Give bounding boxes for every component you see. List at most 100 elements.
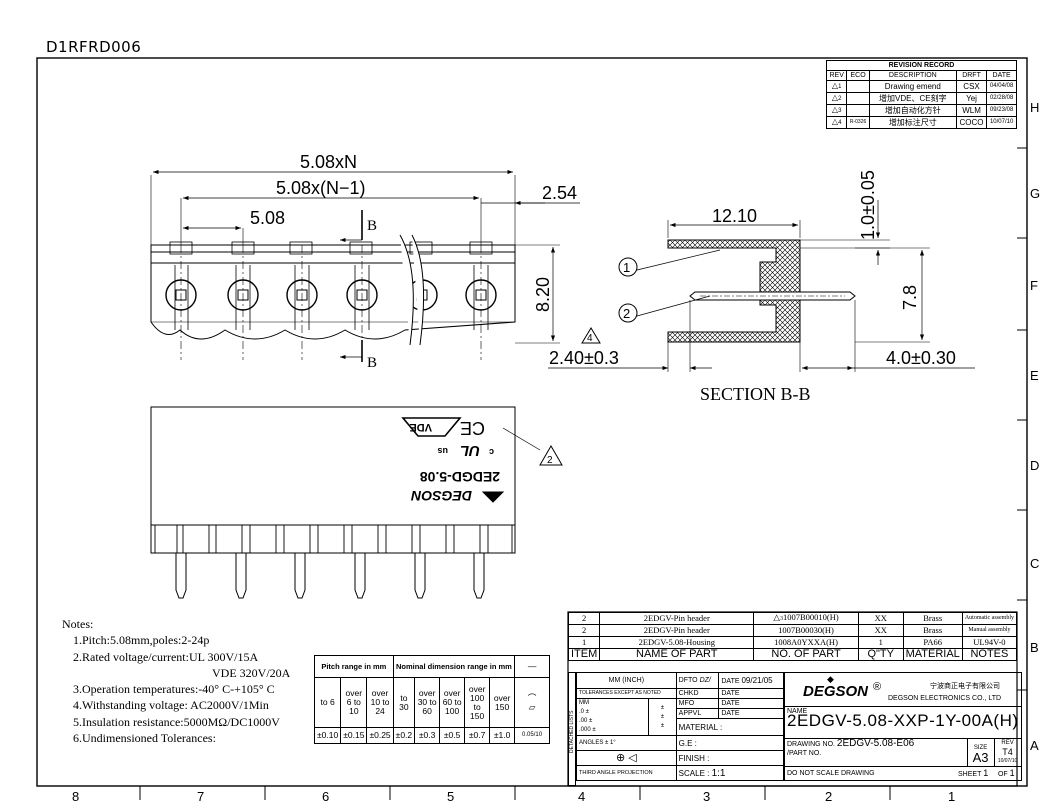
zone-ticks (139, 147, 1027, 800)
company-logo: DEGSON (803, 683, 869, 700)
rev-cell: △1 (825, 80, 848, 93)
rev-cell: WLM (955, 104, 988, 117)
rev-cell: 09/23/08 (986, 104, 1017, 117)
tb-third-angle: THIRD ANGLE PROJECTION (576, 765, 677, 781)
note-line: 4.Withstanding voltage: AC2000V/1Min (73, 698, 269, 713)
rev-header: DATE (986, 70, 1017, 81)
tb-dfto: DFTO DZ/ (675, 672, 720, 689)
tb-detached-strip: DETACHED LISTS (568, 672, 576, 786)
tb-name: NAME 2EDGV-5.08-XXP-1Y-00A(H) (784, 706, 1022, 739)
bom-header: ITEM (567, 648, 601, 661)
tb-date: DATE 09/21/05 (718, 672, 784, 689)
rev-cell (846, 80, 870, 93)
drawing-border (36, 57, 1028, 787)
bom-cell: PA66 (902, 636, 963, 649)
company-en: DEGSON ELECTRONICS CO., LTD (888, 695, 1002, 702)
tb-appvl: APPVL (675, 708, 720, 719)
tol-col: to 30 (392, 677, 416, 728)
dim-left: 2.40±0.3 (549, 348, 619, 368)
document-code: D1RFRD006 (46, 38, 142, 56)
section-title: SECTION B-B (700, 384, 811, 404)
tb-units: MM (INCH) (576, 672, 677, 689)
tol-val: 0.05/10 (514, 727, 550, 744)
dim-pin: 7.8 (900, 285, 920, 310)
rev-header: DESCRIPTION (868, 70, 957, 81)
rev-cell: Drawing emend (868, 80, 957, 93)
bom-cell: 2 (567, 612, 601, 625)
dim-total: 5.08xN (300, 152, 357, 172)
rev-cell: COCO (955, 116, 988, 129)
dim-width: 12.10 (712, 206, 757, 226)
bom-cell: Brass (902, 624, 963, 637)
rev-header: DRFT (955, 70, 988, 81)
rev-cell: △2 (825, 92, 848, 105)
section-mark-top: B (367, 218, 377, 234)
zone-label: A (1030, 738, 1039, 753)
zone-label: 8 (72, 789, 79, 804)
zone-label: F (1030, 278, 1038, 293)
revision-title: REVISION RECORD (826, 60, 1017, 71)
rev-header: REV (825, 70, 848, 81)
tol-val: ±0.2 (392, 727, 416, 744)
zone-label: D (1030, 458, 1039, 473)
tol-col: over 60 to 100 (439, 677, 466, 728)
zone-label: 7 (197, 789, 204, 804)
rev-cell: 04/04/08 (986, 80, 1017, 93)
tb-date: DATE (718, 698, 784, 709)
dim-offset: 2.54 (542, 183, 577, 203)
dim-pitch: 5.08 (250, 208, 285, 228)
top-view (150, 406, 563, 599)
tolerance-table: Pitch range in mm Nominal dimension rang… (313, 655, 550, 744)
rev-cell: △4 (825, 116, 848, 129)
tol-col: over 6 to 10 (340, 677, 368, 728)
note-line: VDE 320V/20A (212, 665, 291, 680)
note-line: 2.Rated voltage/current:UL 300V/15A (73, 649, 259, 664)
section-mark-bottom: B (367, 355, 377, 371)
zone-label: 2 (825, 789, 832, 804)
bom-cell: 2EDGV-Pin header (599, 624, 755, 637)
bom-cell: 2EDGV-5.08-Housing (599, 636, 755, 649)
tb-sheet-row: DO NOT SCALE DRAWING SHEET 1 OF 1 (784, 766, 1022, 781)
zone-label: 3 (703, 789, 710, 804)
tol-col: over 100 to 150 (464, 677, 491, 728)
bom-cell: Brass (902, 612, 963, 625)
bom-table: 2 2EDGV-Pin header △31007B00010(H) XX Br… (567, 612, 1018, 661)
bom-cell: Manual assembly (961, 624, 1018, 637)
bom-cell: 1007B00030(H) (753, 624, 859, 637)
bom-header: NO. OF PART (753, 648, 859, 661)
rev-cell: CSX (955, 80, 988, 93)
rev-cell (846, 104, 870, 117)
notes-title: Notes: (62, 617, 94, 631)
front-view (150, 169, 580, 362)
title-block-left: MM (INCH) DFTO DZ/ DATE 09/21/05 TOLERAN… (575, 672, 785, 781)
tol-geom: ⌒▱ (514, 677, 550, 728)
tol-pitch-header: Pitch range in mm (314, 655, 394, 678)
mark-c: c (489, 447, 494, 457)
bom-cell: 1008A0YXXA(H) (753, 636, 859, 649)
zone-label: 4 (578, 789, 585, 804)
mark-us: us (437, 446, 448, 456)
section-view (548, 200, 975, 372)
tol-nominal-header: Nominal dimension range in mm (392, 655, 516, 678)
rev-header: ECO (846, 70, 870, 81)
bom-header: Q"TY (857, 648, 904, 661)
part-name: 2EDGV-5.08-XXP-1Y-00A(H) (787, 711, 1019, 730)
note-line: 1.Pitch:5.08mm,poles:2-24p (73, 633, 210, 648)
callout-1: 1 (623, 260, 630, 275)
company-cn: 宁波商正电子有限公司 (930, 683, 1000, 690)
tb-detached: DETACHED LISTS (569, 710, 575, 753)
tol-val: ±0.3 (414, 727, 441, 744)
tb-material: MATERIAL : (675, 718, 785, 736)
tb-tol-label: TOLERANCES EXCEPT AS NOTED (576, 688, 677, 699)
tb-date: DATE (718, 708, 784, 719)
zone-label: C (1030, 556, 1039, 571)
mark-ul: UL (460, 442, 480, 459)
rev-cell: 10/07/10 (986, 116, 1017, 129)
zone-label: H (1030, 100, 1039, 115)
bom-cell: △31007B00010(H) (753, 612, 859, 625)
zone-label: E (1030, 368, 1039, 383)
rev-ref-2: 2 (547, 455, 553, 466)
dim-base: 4.0±0.30 (886, 348, 956, 368)
